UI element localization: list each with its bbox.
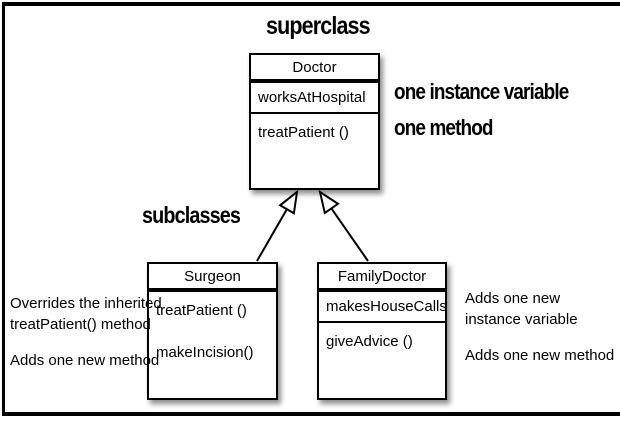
doctor-instance-variable-note: one instance variable [394,79,569,104]
diagram-frame [2,2,620,416]
doctor-methods: treatPatient () [251,114,378,188]
familydoctor-attribute: makesHouseCalls [319,292,447,323]
familydoctor-note-line1: Adds one new [465,290,561,307]
familydoctor-class-box: FamilyDoctor makesHouseCalls giveAdvice … [317,262,447,400]
doctor-class-name: Doctor [251,55,378,83]
familydoctor-note-line3: Adds one new method [465,347,615,364]
surgeon-note-line1: Overrides the inherited [10,295,162,312]
surgeon-note-line2: treatPatient() method [10,316,151,333]
familydoctor-note-line2: instance variable [465,311,578,328]
surgeon-method-2: makeIncision() [156,344,254,361]
subclasses-label: subclasses [142,202,241,228]
superclass-label: superclass [266,12,371,40]
doctor-method: treatPatient () [258,124,349,141]
familydoctor-method: giveAdvice () [326,333,413,350]
surgeon-methods: treatPatient () makeIncision() [149,292,276,398]
familydoctor-note: Adds one new instance variable Adds one … [465,288,614,366]
surgeon-class-name: Surgeon [149,264,276,292]
familydoctor-class-name: FamilyDoctor [319,264,445,292]
doctor-attribute: worksAtHospital [251,83,378,114]
surgeon-method-1: treatPatient () [156,302,247,319]
doctor-method-note: one method [394,115,493,140]
surgeon-note: Overrides the inherited treatPatient() m… [10,293,162,371]
doctor-class-box: Doctor worksAtHospital treatPatient () [249,53,380,190]
surgeon-note-line3: Adds one new method [10,352,160,369]
familydoctor-methods: giveAdvice () [319,323,445,398]
surgeon-class-box: Surgeon treatPatient () makeIncision() [147,262,278,400]
